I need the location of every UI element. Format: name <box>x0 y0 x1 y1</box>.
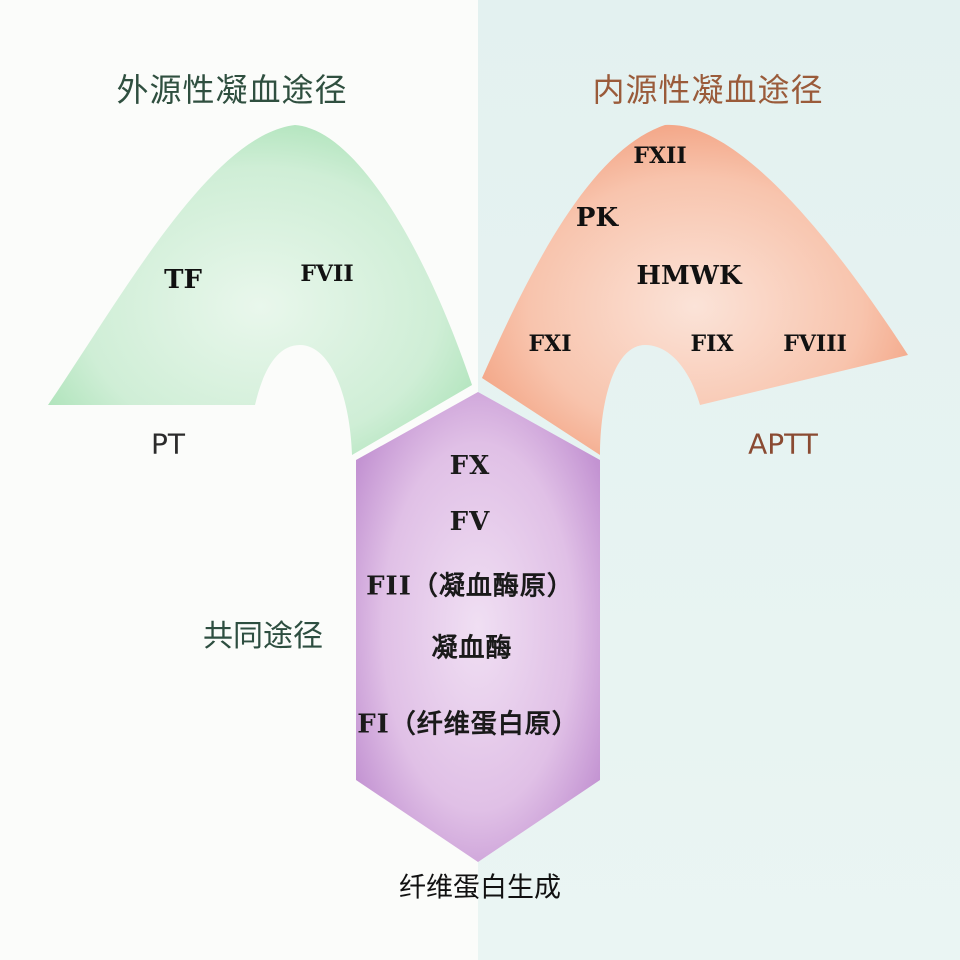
factor-tf: TF <box>164 265 202 295</box>
intrinsic-pathway-title: 内源性凝血途径 <box>592 71 824 109</box>
factor-fviii: FVIII <box>783 331 847 357</box>
fibrin-formation-label: 纤维蛋白生成 <box>399 872 561 904</box>
extrinsic-pathway-shape <box>48 125 472 455</box>
common-item-fi: FI（纤维蛋白原） <box>357 709 579 740</box>
pt-test-label: PT <box>151 427 185 461</box>
common-item-fv: FV <box>449 507 491 537</box>
factor-fvii: FVII <box>300 261 354 287</box>
intrinsic-pathway-shape <box>482 124 908 455</box>
aptt-test-label: APTT <box>748 427 818 461</box>
factor-fxi: FXI <box>528 331 572 357</box>
common-item-fii: FII（凝血酶原） <box>366 571 574 602</box>
factor-hmwk: HMWK <box>636 261 742 291</box>
common-pathway-title: 共同途径 <box>203 619 323 654</box>
factor-fix: FIX <box>690 331 734 357</box>
factor-fxii: FXII <box>633 143 687 169</box>
common-pathway-shape <box>356 392 600 862</box>
factor-pk: PK <box>575 203 619 233</box>
extrinsic-pathway-title: 外源性凝血途径 <box>116 71 348 109</box>
common-item-thrombin: 凝血酶 <box>431 633 513 664</box>
common-item-fx: FX <box>449 451 491 481</box>
